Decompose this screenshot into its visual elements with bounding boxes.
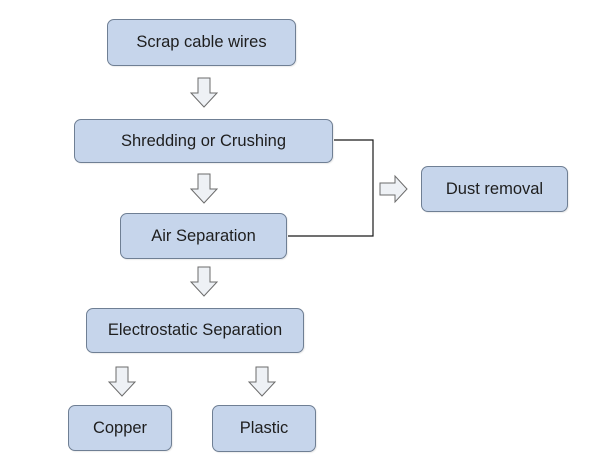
down-arrow-scrap-to-shred	[189, 77, 219, 108]
node-label: Plastic	[239, 419, 289, 437]
node-scrap-cable-wires: Scrap cable wires	[107, 19, 296, 66]
node-label: Electrostatic Separation	[107, 321, 283, 339]
dust-bracket-line	[288, 139, 374, 237]
node-plastic: Plastic	[212, 405, 316, 452]
node-label: Dust removal	[445, 179, 544, 198]
node-air-separation: Air Separation	[120, 213, 287, 259]
down-arrow-electro-to-copper	[107, 366, 137, 397]
node-shredding-or-crushing: Shredding or Crushing	[74, 119, 333, 163]
down-arrow-electro-to-plastic	[247, 366, 277, 397]
node-label: Copper	[92, 418, 148, 437]
node-label: Shredding or Crushing	[120, 131, 287, 150]
node-dust-removal: Dust removal	[421, 166, 568, 212]
right-arrow-to-dust-removal	[379, 174, 408, 204]
down-arrow-air-to-electro	[189, 266, 219, 297]
node-electrostatic-separation: Electrostatic Separation	[86, 308, 304, 353]
down-arrow-shred-to-air	[189, 173, 219, 204]
node-copper: Copper	[68, 405, 172, 451]
node-label: Scrap cable wires	[136, 33, 267, 51]
node-label: Air Separation	[151, 226, 256, 245]
